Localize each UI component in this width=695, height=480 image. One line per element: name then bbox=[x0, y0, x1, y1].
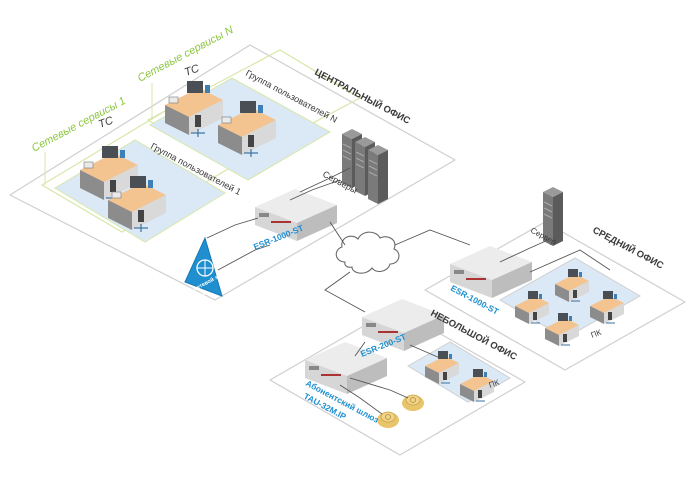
small-office-outline bbox=[269, 307, 526, 456]
firewall-icon bbox=[184, 236, 223, 297]
phone-icon bbox=[401, 394, 425, 412]
servers-icon bbox=[341, 128, 389, 205]
tc-label-1: ТС bbox=[97, 115, 115, 131]
small-pc-label: ПК bbox=[488, 378, 501, 390]
internet-cloud bbox=[335, 231, 400, 274]
medium-office-outline bbox=[424, 221, 686, 371]
medium-pc-label: ПК bbox=[590, 328, 603, 340]
medium-office: СРЕДНИЙ ОФИС Сервер ESR-1000-ST ПК bbox=[424, 186, 686, 371]
tc-label-n: ТС bbox=[183, 63, 201, 79]
phone-icon bbox=[376, 411, 400, 429]
small-office: НЕБОЛЬШОЙ ОФИС ESR-200-ST Абонентский шл… bbox=[269, 299, 526, 456]
central-office-outline bbox=[9, 44, 456, 301]
